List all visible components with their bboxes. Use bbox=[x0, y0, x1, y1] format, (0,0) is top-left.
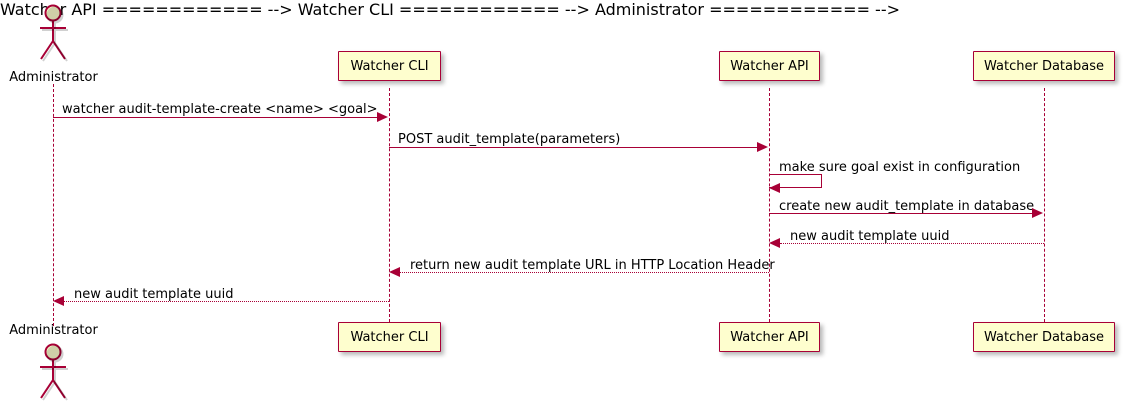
lifeline-watcher-cli bbox=[389, 88, 390, 322]
message-arrowhead-2 bbox=[757, 142, 768, 152]
message-line-1 bbox=[53, 117, 378, 118]
message-label-3: make sure goal exist in configuration bbox=[779, 160, 1021, 175]
lifeline-watcher-api bbox=[769, 88, 770, 322]
message-selfloop-3 bbox=[769, 174, 822, 188]
participant-watcher-cli-top[interactable]: Watcher CLI bbox=[338, 51, 441, 81]
message-label-1: watcher audit-template-create <name> <go… bbox=[62, 102, 378, 117]
message-label-2: POST audit_template(parameters) bbox=[398, 132, 621, 147]
participant-watcher-cli-bottom[interactable]: Watcher CLI bbox=[338, 322, 441, 352]
lifeline-watcher-database bbox=[1044, 88, 1045, 322]
participant-watcher-api-top[interactable]: Watcher API bbox=[719, 51, 820, 81]
message-arrowhead-1 bbox=[377, 112, 388, 122]
message-line-2 bbox=[389, 147, 758, 148]
message-arrowhead-6 bbox=[389, 267, 400, 277]
message-line-5 bbox=[780, 243, 1044, 244]
message-label-5: new audit template uuid bbox=[790, 229, 950, 244]
participant-watcher-database-top[interactable]: Watcher Database bbox=[973, 51, 1115, 81]
message-arrowhead-5 bbox=[769, 238, 780, 248]
message-label-4: create new audit_template in database bbox=[779, 199, 1035, 214]
participant-watcher-api-bottom[interactable]: Watcher API bbox=[719, 322, 820, 352]
message-label-6: return new audit template URL in HTTP Lo… bbox=[410, 258, 775, 273]
message-line-6 bbox=[400, 272, 769, 273]
participant-watcher-database-bottom[interactable]: Watcher Database bbox=[973, 322, 1115, 352]
message-arrowhead-7 bbox=[53, 296, 64, 306]
message-arrowhead-3 bbox=[769, 183, 780, 193]
message-line-4 bbox=[769, 213, 1033, 214]
lifeline-administrator bbox=[53, 84, 54, 326]
actor-label-administrator-bottom: Administrator bbox=[9, 323, 98, 338]
message-label-7: new audit template uuid bbox=[74, 287, 234, 302]
message-arrowhead-4 bbox=[1032, 208, 1043, 218]
actor-administrator-bottom-icon bbox=[33, 341, 73, 403]
message-line-7 bbox=[64, 301, 389, 302]
actor-administrator-top-icon bbox=[33, 2, 73, 64]
actor-label-administrator-top: Administrator bbox=[9, 70, 98, 85]
